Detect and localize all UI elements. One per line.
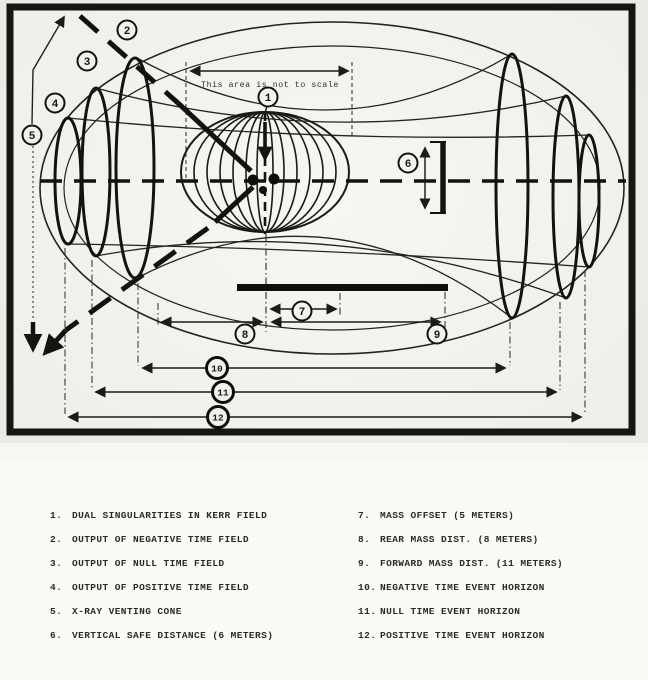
svg-text:3: 3 [84, 57, 91, 69]
legend-item-11: 11.NULL TIME EVENT HORIZON [358, 600, 638, 624]
mass-bar [237, 284, 448, 291]
callout-10: 10 [205, 356, 229, 380]
not-to-scale-note: This area is not to scale [201, 80, 339, 90]
right-cones [494, 52, 601, 320]
svg-text:6: 6 [405, 159, 412, 171]
callout-3: 3 [76, 50, 98, 72]
legend-item-1: 1. DUAL SINGULARITIES IN KERR FIELD [50, 504, 350, 528]
legend-item-10: 10.NEGATIVE TIME EVENT HORIZON [358, 576, 638, 600]
svg-text:1: 1 [265, 93, 272, 105]
svg-text:7: 7 [299, 307, 306, 319]
callout5-pointer [31, 15, 65, 318]
xray-venting-axis [23, 14, 255, 356]
legend-column-1: 1. DUAL SINGULARITIES IN KERR FIELD 2. OUT… [50, 504, 350, 648]
svg-text:8: 8 [242, 330, 249, 342]
legend-label: OUTPUT OF NEGATIVE TIME FIELD [72, 534, 249, 545]
legend-num: 1. [50, 510, 63, 521]
legend-label: X-RAY VENTING CONE [72, 606, 182, 617]
diagram-canvas: This area is not to scale 1 2 [6, 3, 636, 436]
svg-text:4: 4 [52, 99, 59, 111]
legend-label: OUTPUT OF POSITIVE TIME FIELD [72, 582, 249, 593]
legend-num: 10. [358, 582, 377, 593]
callout-7: 7 [291, 300, 313, 322]
not-to-scale-dimension: This area is not to scale [185, 62, 353, 178]
legend-item-6: 6. VERTICAL SAFE DISTANCE (6 METERS) [50, 624, 350, 648]
callout-1: 1 [257, 86, 279, 114]
legend-num: 9. [358, 558, 371, 569]
dimension-lines [67, 303, 583, 423]
legend-item-7: 7. MASS OFFSET (5 METERS) [358, 504, 638, 528]
callout-8: 8 [234, 323, 256, 345]
legend-label: REAR MASS DIST. (8 METERS) [380, 534, 539, 545]
legend-item-12: 12.POSITIVE TIME EVENT HORIZON [358, 624, 638, 648]
legend-label: MASS OFFSET (5 METERS) [380, 510, 515, 521]
legend-label: DUAL SINGULARITIES IN KERR FIELD [72, 510, 268, 521]
callout-6: 6 [397, 152, 419, 174]
legend-num: 4. [50, 582, 63, 593]
callout-9: 9 [426, 323, 448, 345]
callout-11: 11 [211, 380, 235, 404]
dual-singularities [247, 173, 280, 194]
legend-num: 5. [50, 606, 63, 617]
legend-item-5: 5. X-RAY VENTING CONE [50, 600, 350, 624]
legend-label: NEGATIVE TIME EVENT HORIZON [380, 582, 545, 593]
callout-2: 2 [116, 19, 138, 41]
legend-num: 12. [358, 630, 377, 641]
callout-12: 12 [206, 405, 230, 429]
svg-text:11: 11 [217, 388, 229, 399]
legend-num: 2. [50, 534, 63, 545]
legend-label: VERTICAL SAFE DISTANCE (6 METERS) [72, 630, 274, 641]
legend-num: 3. [50, 558, 63, 569]
legend-num: 8. [358, 534, 371, 545]
legend-label: OUTPUT OF NULL TIME FIELD [72, 558, 225, 569]
legend-item-9: 9. FORWARD MASS DIST. (11 METERS) [358, 552, 638, 576]
legend-label: POSITIVE TIME EVENT HORIZON [380, 630, 545, 641]
legend-num: 6. [50, 630, 63, 641]
legend-item-3: 3. OUTPUT OF NULL TIME FIELD [50, 552, 350, 576]
legend-column-2: 7. MASS OFFSET (5 METERS) 8. REAR MASS DIS… [358, 504, 638, 648]
svg-text:2: 2 [124, 26, 131, 38]
legend-label: NULL TIME EVENT HORIZON [380, 606, 521, 617]
legend-item-2: 2. OUTPUT OF NEGATIVE TIME FIELD [50, 528, 350, 552]
svg-text:5: 5 [29, 131, 36, 143]
svg-text:10: 10 [211, 364, 223, 375]
svg-text:9: 9 [434, 330, 441, 342]
legend-label: FORWARD MASS DIST. (11 METERS) [380, 558, 564, 569]
legend-item-4: 4. OUTPUT OF POSITIVE TIME FIELD [50, 576, 350, 600]
legend-num: 11. [358, 606, 377, 617]
callout-4: 4 [44, 92, 66, 114]
svg-text:12: 12 [212, 413, 224, 424]
legend-item-8: 8. REAR MASS DIST. (8 METERS) [358, 528, 638, 552]
callout-5: 5 [21, 124, 43, 146]
hyperboloid-top-curves [67, 53, 590, 138]
legend-num: 7. [358, 510, 371, 521]
legend: 1. DUAL SINGULARITIES IN KERR FIELD 2. OUT… [0, 504, 648, 648]
safe-distance-bracket [419, 141, 446, 214]
